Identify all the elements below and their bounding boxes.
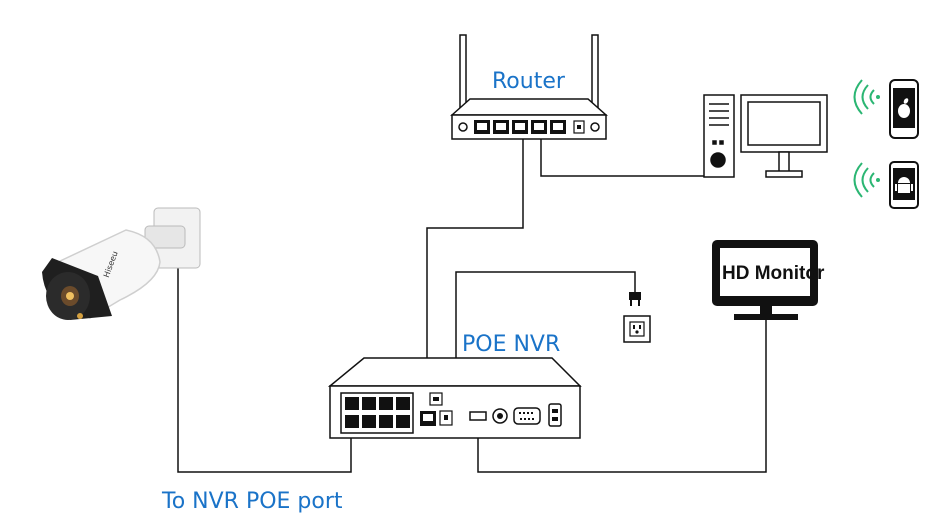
hd-monitor-icon	[712, 240, 818, 320]
power-plug-icon	[623, 292, 651, 343]
nvr-to-monitor-cable	[477, 316, 767, 473]
nvr-power-cable	[455, 271, 636, 414]
nvr-icon	[327, 357, 582, 439]
camera-to-nvr-cable	[177, 268, 352, 473]
android-phone-icon	[853, 161, 919, 209]
router-to-nvr-cable	[426, 137, 524, 412]
desktop-pc-icon	[703, 94, 828, 178]
router-icon	[450, 34, 608, 140]
hd-monitor-label: HD Monitor	[722, 263, 825, 284]
poe-nvr-label: POE NVR	[462, 332, 560, 357]
connection-lines	[177, 137, 767, 473]
router-label: Router	[492, 69, 566, 94]
iphone-icon	[853, 79, 919, 139]
camera-icon: Hiseeu	[42, 207, 201, 320]
nvr-poe-port-label: To NVR POE port	[161, 489, 343, 514]
router-to-pc-cable	[540, 137, 706, 177]
